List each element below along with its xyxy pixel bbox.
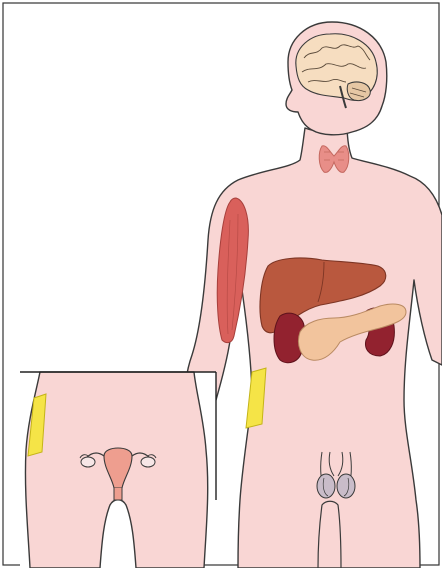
anatomy-diagram [0,0,442,568]
anatomy-figure [0,0,442,568]
